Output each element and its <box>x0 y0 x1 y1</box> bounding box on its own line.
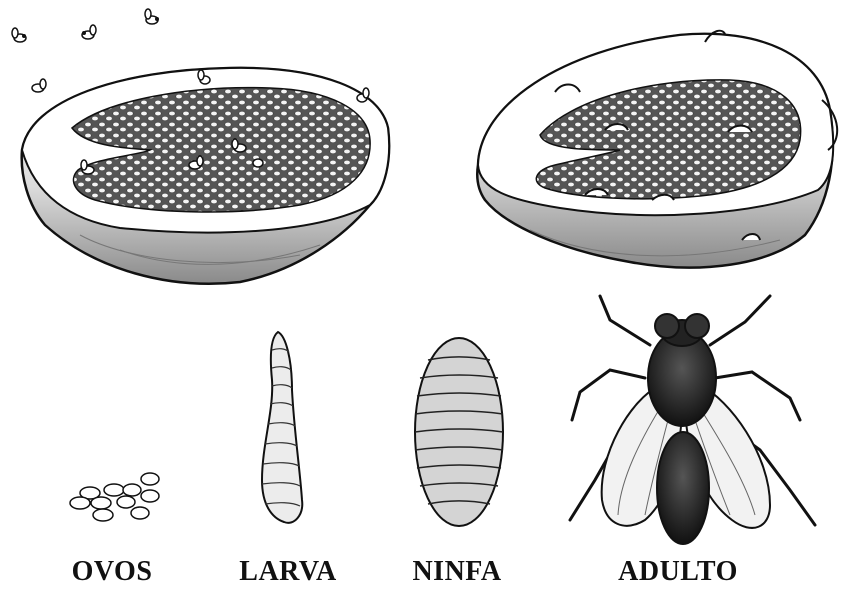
fly-abdomen <box>657 432 709 544</box>
fly-leg-1 <box>600 296 650 345</box>
fly-small-3 <box>145 9 159 24</box>
larva-illustration <box>262 332 302 523</box>
fly-eye-left <box>655 314 679 338</box>
eggs-illustration <box>70 473 159 521</box>
fly-small-4 <box>32 79 46 92</box>
fruit-half-left <box>22 68 389 284</box>
fly-small-1 <box>12 28 26 42</box>
fly-eye-right <box>685 314 709 338</box>
fly-small-10 <box>253 159 263 167</box>
adult-fly-illustration <box>570 296 815 544</box>
pupa-illustration <box>415 338 503 526</box>
label-ovos: OVOS <box>62 556 162 588</box>
label-larva: LARVA <box>232 556 344 588</box>
fly-leg-2 <box>710 296 770 345</box>
fruit-half-right <box>477 31 837 268</box>
label-adulto: ADULTO <box>608 556 748 588</box>
label-ninfa: NINFA <box>405 556 509 588</box>
fly-small-6 <box>357 88 369 102</box>
fly-small-2 <box>82 25 96 39</box>
